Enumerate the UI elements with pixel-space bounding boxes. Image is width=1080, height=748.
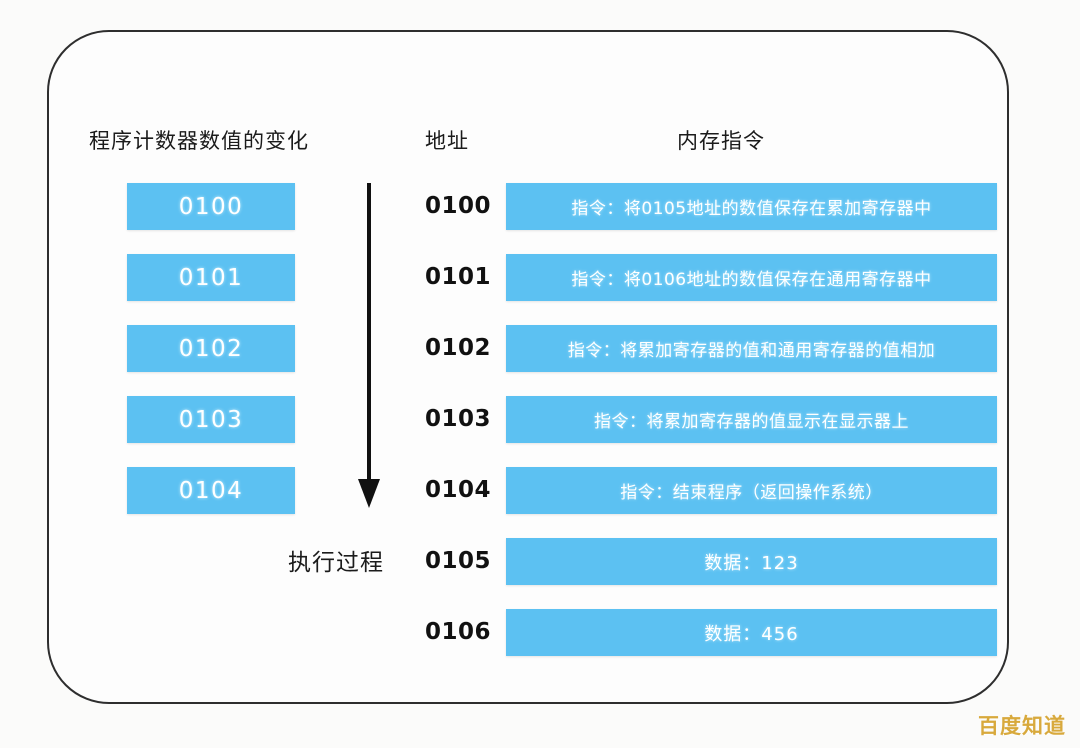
watermark-baidu-zhidao: 百度知道 [978,714,1066,738]
memory-content-bar: 指令：将0105地址的数值保存在累加寄存器中 [506,183,997,230]
memory-address-label: 0101 [425,264,492,290]
column-header-memory-instruction: 内存指令 [677,129,765,153]
memory-content-bar: 指令：结束程序（返回操作系统） [506,467,997,514]
program-counter-bar: 0103 [127,396,295,443]
memory-address-label: 0105 [425,548,492,574]
memory-row: 0103 指令：将累加寄存器的值显示在显示器上 [0,396,1080,443]
memory-content-bar: 指令：将累加寄存器的值显示在显示器上 [506,396,997,443]
execution-process-label: 执行过程 [288,550,384,576]
memory-row: 0102 指令：将累加寄存器的值和通用寄存器的值相加 [0,325,1080,372]
program-counter-bar-label: 0101 [178,264,244,291]
memory-content-label: 数据：123 [704,552,799,574]
column-header-program-counter: 程序计数器数值的变化 [89,129,309,153]
memory-content-bar: 指令：将0106地址的数值保存在通用寄存器中 [506,254,997,301]
program-counter-bar: 0102 [127,325,295,372]
memory-content-label: 数据：456 [704,623,799,645]
program-counter-bar-label: 0104 [178,477,244,504]
memory-address-label: 0102 [425,335,492,361]
program-counter-bar: 0100 [127,183,295,230]
memory-row: 0105 数据：123 [0,538,1080,585]
memory-content-label: 指令：将0106地址的数值保存在通用寄存器中 [571,270,932,290]
program-counter-bar-label: 0103 [178,406,244,433]
memory-address-label: 0104 [425,477,492,503]
memory-address-label: 0103 [425,406,492,432]
memory-content-label: 指令：结束程序（返回操作系统） [620,483,883,503]
execution-flow-arrow [358,183,380,508]
memory-row: 0100 指令：将0105地址的数值保存在累加寄存器中 [0,183,1080,230]
memory-content-label: 指令：将累加寄存器的值显示在显示器上 [594,412,909,432]
program-counter-bar: 0104 [127,467,295,514]
memory-address-label: 0100 [425,193,492,219]
memory-address-label: 0106 [425,619,492,645]
memory-content-bar: 指令：将累加寄存器的值和通用寄存器的值相加 [506,325,997,372]
memory-content-bar: 数据：123 [506,538,997,585]
program-counter-column: 0100 0101 0102 0103 0104 [127,183,295,538]
memory-content-label: 指令：将累加寄存器的值和通用寄存器的值相加 [567,341,936,361]
program-counter-bar-label: 0102 [178,335,244,362]
program-counter-bar: 0101 [127,254,295,301]
memory-rows-list: 0100 指令：将0105地址的数值保存在累加寄存器中 0101 指令：将0106地址… [0,183,1080,680]
memory-row: 0101 指令：将0106地址的数值保存在通用寄存器中 [0,254,1080,301]
memory-content-bar: 数据：456 [506,609,997,656]
program-counter-bar-label: 0100 [178,193,244,220]
column-header-address: 地址 [425,129,469,153]
memory-row: 0106 数据：456 [0,609,1080,656]
memory-content-label: 指令：将0105地址的数值保存在累加寄存器中 [571,199,932,219]
memory-row: 0104 指令：结束程序（返回操作系统） [0,467,1080,514]
